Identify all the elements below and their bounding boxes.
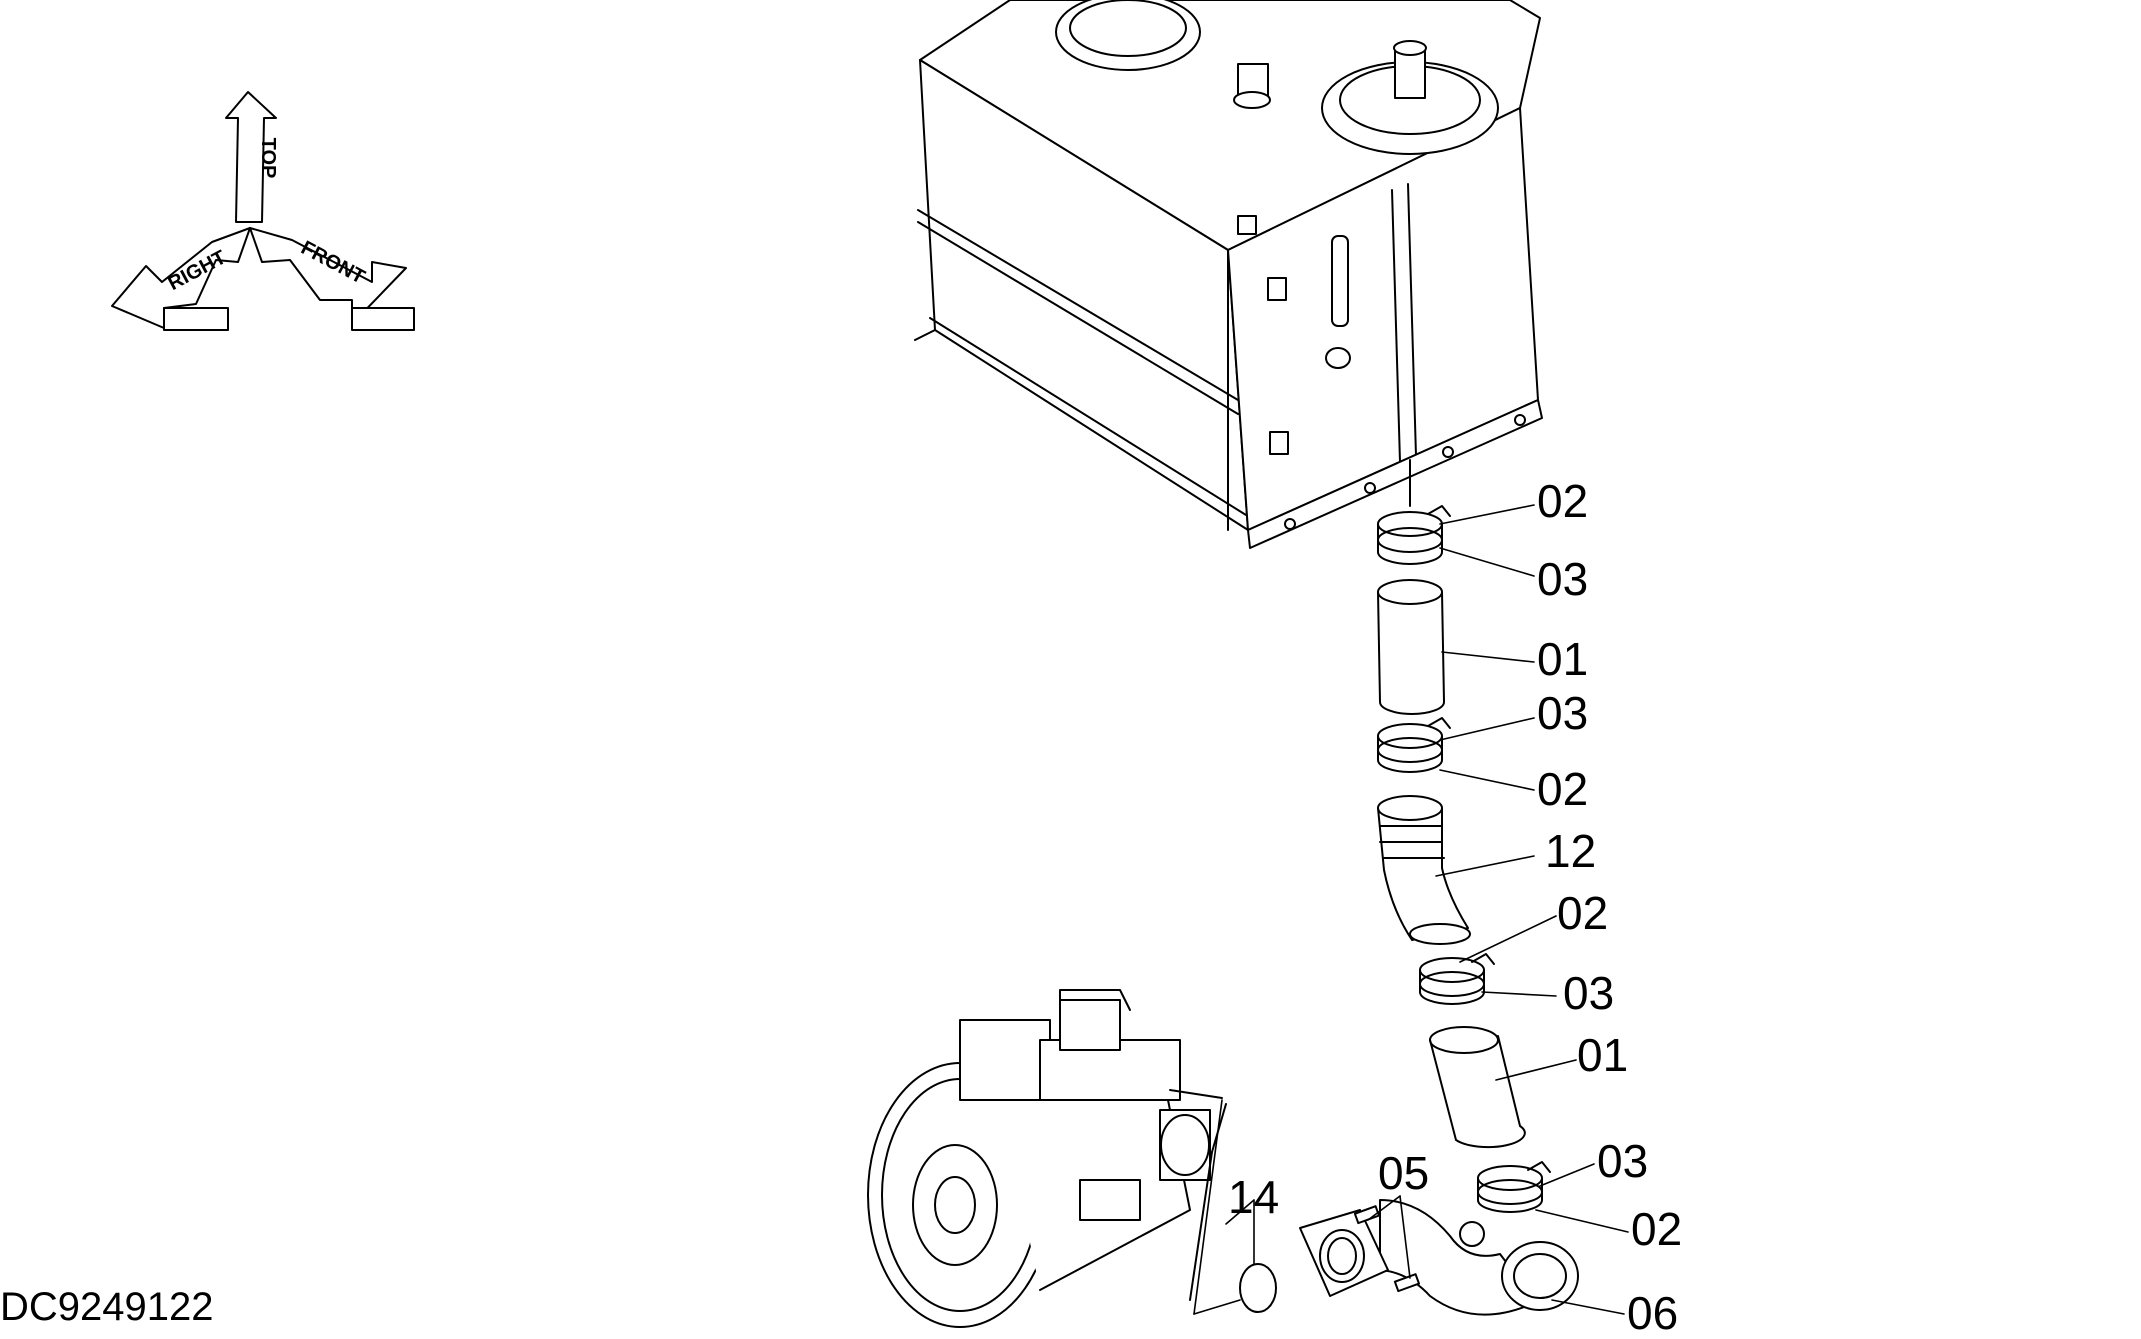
- o-ring: [1239, 1263, 1277, 1313]
- callout-label: 03: [1597, 1135, 1649, 1187]
- callout-label: 01: [1537, 633, 1589, 685]
- callout-label: 02: [1537, 763, 1589, 815]
- clamp-band: [1419, 953, 1495, 1005]
- elbow-hose: [1377, 795, 1471, 945]
- hose-segment: [1377, 579, 1445, 715]
- orientation-indicator: TOP RIGHT FRONT: [111, 91, 415, 331]
- callout-label: 14: [1228, 1171, 1280, 1223]
- hydraulic-tank: [914, 0, 1543, 549]
- orientation-top-label: TOP: [257, 138, 279, 179]
- clamp-band: [1377, 505, 1451, 565]
- callout-label: 02: [1557, 887, 1609, 939]
- flange-bolt: [1393, 1273, 1420, 1293]
- callout-label: 02: [1537, 475, 1589, 527]
- callout-label: 02: [1631, 1203, 1683, 1255]
- top-arrow-icon: TOP: [225, 91, 279, 223]
- suction-pipe-elbow: [1379, 1199, 1579, 1316]
- suction-hose-assembly: [1239, 505, 1579, 1316]
- callout-label: 03: [1537, 687, 1589, 739]
- clamp-band: [1377, 717, 1451, 773]
- pipe-flange: [1299, 1209, 1389, 1297]
- callout-label: 12: [1545, 825, 1597, 877]
- front-arrow-icon: FRONT: [249, 227, 415, 331]
- clamp-band: [1477, 1161, 1551, 1213]
- callout-label: 03: [1563, 967, 1615, 1019]
- right-arrow-icon: RIGHT: [111, 227, 251, 331]
- callout-label: 06: [1627, 1287, 1679, 1339]
- callout-label: 01: [1577, 1029, 1629, 1081]
- hose-segment: [1429, 1026, 1526, 1149]
- document-id: DC9249122: [0, 1285, 214, 1329]
- callout-label: 03: [1537, 553, 1589, 605]
- hydraulic-pump: [867, 989, 1227, 1328]
- leader-lines: [1193, 504, 1629, 1315]
- callout-label: 05: [1378, 1147, 1430, 1199]
